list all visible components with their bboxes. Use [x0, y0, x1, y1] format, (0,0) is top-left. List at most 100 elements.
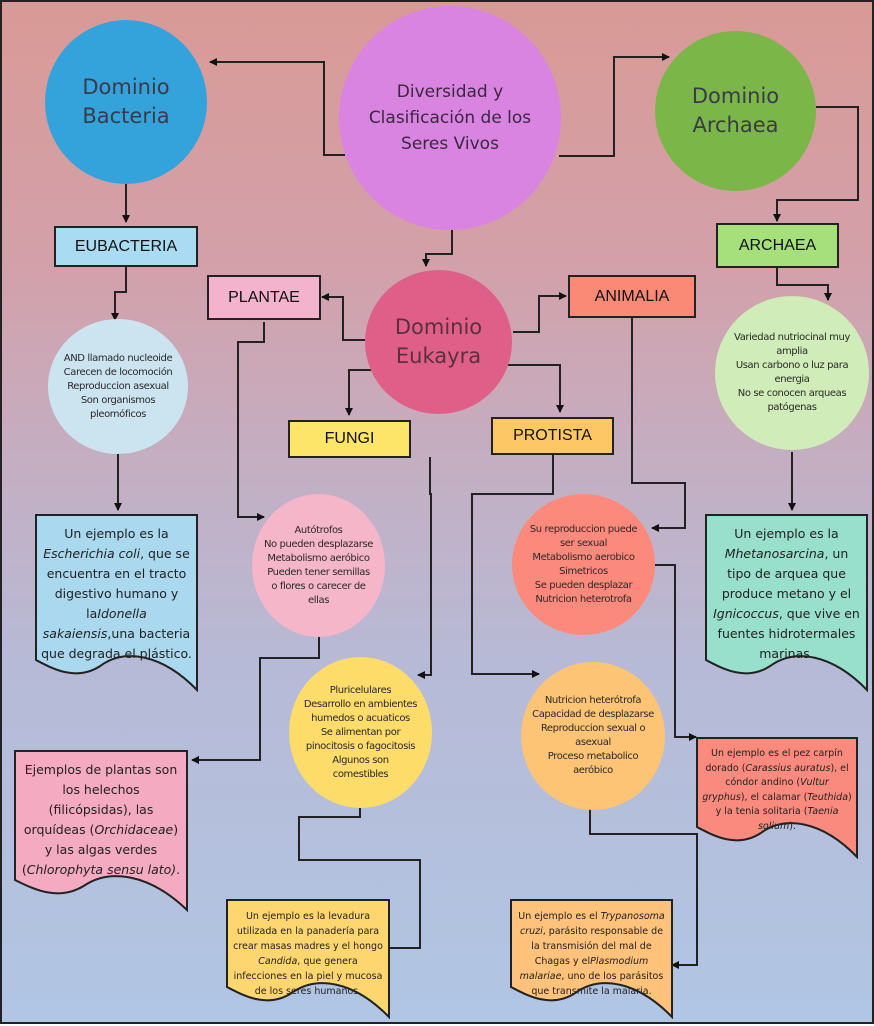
traits-protista-node: Nutricion heterótrofa Capacidad de despl…	[521, 662, 665, 810]
connector-protista-example	[589, 808, 698, 969]
example-animalia-doc: Un ejemplo es el pez carpín dorado (Cara…	[696, 737, 858, 859]
group-plantae-label: PLANTAE	[228, 288, 300, 306]
example-fungi-doc: Un ejemplo es la levadura utilizada en l…	[226, 899, 390, 1019]
example-archaea-doc: Un ejemplo es la Mhetanosarcina, un tipo…	[705, 514, 868, 692]
connector-plantae-traits	[237, 322, 265, 521]
species-name: Vultur gryphus	[702, 777, 829, 803]
traits-plantae-node: Autótrofos No pueden desplazarse Metabol…	[252, 494, 385, 637]
document-shape	[226, 899, 390, 1019]
traits-plantae-text: Autótrofos No pueden desplazarse Metabol…	[263, 524, 374, 606]
group-archaea-label: ARCHAEA	[738, 236, 817, 254]
example-fragment: ,una bacteria que degrada el plástico.	[41, 626, 192, 661]
example-fragment: ), el calamar (	[740, 791, 808, 803]
group-eubacteria-label: EUBACTERIA	[74, 237, 178, 255]
species-name: Taenia solium	[757, 806, 839, 832]
connector-protista-traits	[471, 454, 554, 678]
example-fragment: , parásito responsable de la transmisión…	[531, 926, 664, 967]
species-name: Candida	[258, 956, 298, 967]
traits-archaea-node: Variedad nutriocinal muy amplia Usan car…	[715, 296, 869, 450]
example-plantae-doc: Ejemplos de plantas son los helechos (fi…	[14, 750, 188, 912]
document-shape	[696, 737, 858, 859]
species-name: Trypanosoma cruzi	[519, 911, 665, 937]
example-fragment: Un ejemplo es la	[734, 526, 839, 541]
example-fragment: .	[176, 862, 181, 877]
example-fragment: Un ejemplo es el pez carpín dorado (	[705, 748, 843, 774]
title-label: Diversidad y Clasificación de los Seres …	[368, 82, 532, 154]
connector-eukarya-fungi	[345, 369, 372, 416]
example-fragment: , un tipo de arquea que produce metano y…	[721, 546, 852, 601]
connector-eubacteria-traits	[111, 266, 127, 321]
traits-eubacteria-node: AND llamado nucleoide Carecen de locomoc…	[48, 319, 188, 454]
species-name: Escherichia coli	[43, 546, 141, 561]
traits-archaea-text: Variedad nutriocinal muy amplia Usan car…	[734, 332, 850, 413]
document-shape	[705, 514, 868, 692]
connector-archaea-traits	[776, 268, 832, 301]
example-fragment: Un ejemplo es la levadura utilizada en l…	[233, 911, 383, 952]
example-text: Un ejemplo es la Escherichia coli, que s…	[41, 524, 192, 664]
example-text: Ejemplos de plantas son los helechos (fi…	[20, 760, 182, 880]
example-fragment: Un ejemplo es la	[64, 526, 169, 541]
species-name: Teuthida	[807, 791, 849, 803]
group-archaea-box: ARCHAEA	[716, 223, 839, 268]
example-text: Un ejemplo es la Mhetanosarcina, un tipo…	[711, 524, 862, 664]
group-animalia-box: ANIMALIA	[568, 275, 696, 318]
group-plantae-box: PLANTAE	[207, 275, 321, 320]
example-fragment: Un ejemplo es el	[518, 911, 601, 922]
domain-archaea-node: Dominio Archaea	[655, 31, 816, 191]
example-fragment: , que vive en fuentes hidrotermales mari…	[717, 606, 860, 661]
connector-fungi-traits	[417, 457, 432, 679]
connector-animalia-example	[655, 564, 697, 741]
species-name: Mhetanosarcina	[724, 546, 825, 561]
species-name: Plasmodium malariae	[519, 956, 649, 982]
species-name: Chlorophyta sensu lato)	[26, 862, 177, 877]
example-fragment: ) y la tenia solitaria (	[715, 791, 852, 818]
group-protista-box: PROTISTA	[491, 417, 614, 455]
connector-animalia-traits	[631, 318, 686, 532]
group-fungi-box: FUNGI	[288, 420, 411, 458]
domain-bacteria-node: Dominio Bacteria	[45, 20, 207, 184]
group-animalia-label: ANIMALIA	[594, 287, 670, 305]
example-text: Un ejemplo es la levadura utilizada en l…	[232, 909, 384, 999]
example-protista-doc: Un ejemplo es el Trypanosoma cruzi, pará…	[510, 899, 673, 1019]
traits-protista-text: Nutricion heterótrofa Capacidad de despl…	[532, 695, 654, 776]
example-fragment: , que genera infecciones en la piel y mu…	[233, 956, 383, 997]
example-eubacteria-doc: Un ejemplo es la Escherichia coli, que s…	[35, 514, 198, 692]
connector-fungi-example	[298, 808, 421, 952]
document-shape	[510, 899, 673, 1019]
species-name: Carassius auratus	[745, 762, 831, 774]
connector-eukarya-plantae	[321, 293, 365, 341]
example-text: Un ejemplo es el pez carpín dorado (Cara…	[702, 747, 852, 834]
example-fragment: ) y las algas verdes (	[21, 822, 179, 877]
domain-eukarya-node: Dominio Eukayra	[365, 270, 512, 414]
domain-archaea-label: Dominio Archaea	[691, 84, 780, 137]
traits-fungi-text: Pluricelulares Desarrollo en ambientes h…	[303, 684, 418, 780]
species-name: Idonella sakaiensis	[42, 606, 147, 641]
group-protista-label: PROTISTA	[513, 427, 592, 444]
connector-title-bacteria	[209, 58, 345, 156]
domain-bacteria-label: Dominio Bacteria	[82, 75, 170, 128]
title-node: Diversidad y Clasificación de los Seres …	[339, 6, 561, 230]
traits-fungi-node: Pluricelulares Desarrollo en ambientes h…	[289, 657, 432, 808]
example-fragment: , uno de los parásitos que transmite la …	[531, 971, 664, 997]
connector-title-archaea	[559, 53, 670, 157]
example-fragment: Ejemplos de plantas son los helechos (fi…	[23, 762, 178, 837]
example-fragment: ), el cóndor andino (	[725, 762, 849, 789]
connector-title-eukarya	[422, 230, 453, 267]
domain-eukarya-label: Dominio Eukayra	[394, 315, 483, 368]
connector-archaea-box	[773, 106, 859, 222]
connector-eukarya-protista	[508, 364, 564, 413]
document-shape	[14, 750, 188, 912]
connector-plantae-example	[191, 635, 320, 764]
group-eubacteria-box: EUBACTERIA	[54, 226, 198, 267]
document-shape	[35, 514, 198, 692]
species-name: Ignicoccus	[713, 606, 779, 621]
example-fragment: , que se encuentra en el tracto digestiv…	[46, 546, 190, 621]
group-fungi-label: FUNGI	[324, 430, 375, 447]
example-fragment: ).	[789, 820, 797, 832]
traits-eubacteria-text: AND llamado nucleoide Carecen de locomoc…	[63, 352, 173, 420]
traits-animalia-node: Su reproduccion puede ser sexual Metabol…	[512, 494, 655, 635]
traits-animalia-text: Su reproduccion puede ser sexual Metabol…	[529, 523, 638, 605]
connector-eukarya-animalia	[513, 292, 567, 333]
